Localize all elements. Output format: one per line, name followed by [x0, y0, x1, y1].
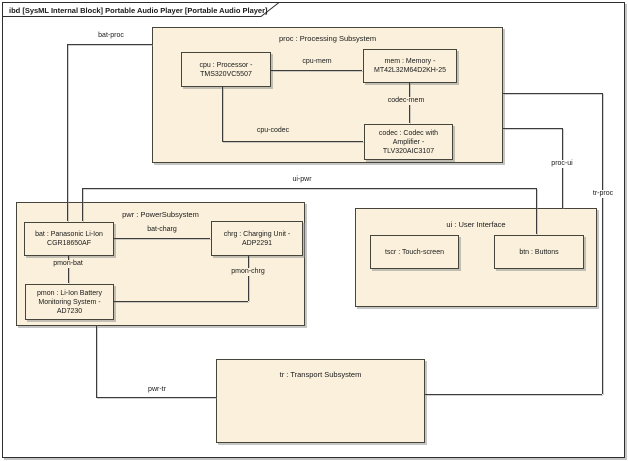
diagram-title-tab	[2, 2, 281, 17]
part-chrg-label: chrg : Charging Unit - ADP2291	[223, 230, 291, 247]
block-user-interface[interactable]: ui : User Interface tscr : Touch-screen …	[355, 208, 597, 307]
part-btn[interactable]: btn : Buttons	[494, 235, 584, 269]
connector-cpu-mem[interactable]	[270, 70, 362, 71]
connector-pmon-chrg-label: pmon-chrg	[229, 268, 267, 276]
connector-tr-proc[interactable]	[503, 93, 602, 94]
part-codec[interactable]: codec : Codec with Amplifier - TLV320AIC…	[364, 124, 453, 160]
connector-proc-ui-label: proc-ui	[549, 160, 575, 168]
connector-pmon-chrg[interactable]	[113, 301, 248, 302]
part-mem-label: mem : Memory - MT42L32M64D2KH-25	[374, 58, 446, 74]
connector-proc-ui[interactable]	[503, 128, 562, 129]
connector-ui-pwr[interactable]	[82, 188, 536, 189]
part-cpu[interactable]: cpu : Processor - TMS320VC5507	[181, 52, 271, 87]
part-pmon[interactable]: pmon : Li-Ion Battery Monitoring System …	[25, 284, 114, 320]
connector-pmon-bat-label: pmon-bat	[51, 260, 85, 268]
connector-cpu-codec[interactable]	[222, 141, 363, 142]
connector-bat-charg-label: bat-charg	[145, 226, 179, 234]
connector-ui-pwr[interactable]	[536, 188, 537, 234]
block-power-subsystem[interactable]: pwr : PowerSubsystem bat : Panasonic Li-…	[16, 202, 305, 326]
connector-cpu-codec[interactable]	[222, 86, 223, 141]
connector-proc-ui[interactable]	[562, 128, 563, 208]
connector-tr-proc[interactable]	[602, 93, 603, 394]
connector-pwr-tr-label: pwr-tr	[146, 386, 168, 394]
part-tscr[interactable]: tscr : Touch-screen	[370, 235, 459, 269]
connector-bat-proc[interactable]	[67, 44, 68, 221]
part-chrg[interactable]: chrg : Charging Unit - ADP2291	[211, 221, 303, 256]
connector-pmon-bat[interactable]	[68, 255, 69, 283]
connector-tr-proc-label: tr-proc	[590, 190, 616, 198]
part-pmon-label: pmon : Li-Ion Battery Monitoring System …	[37, 289, 102, 315]
part-bat-label: bat : Panasonic Li-Ion CGR18650AF	[35, 231, 103, 247]
connector-pwr-tr[interactable]	[96, 326, 97, 397]
connector-pwr-tr[interactable]	[96, 397, 216, 398]
block-transport-subsystem-label: tr : Transport Subsystem	[279, 370, 362, 379]
connector-cpu-mem-label: cpu-mem	[300, 58, 334, 66]
connector-tr-proc[interactable]	[425, 394, 602, 395]
part-mem[interactable]: mem : Memory - MT42L32M64D2KH-25	[363, 49, 457, 83]
part-btn-label: btn : Buttons	[519, 248, 559, 256]
connector-bat-proc[interactable]	[67, 44, 152, 45]
connector-ui-pwr-label: ui-pwr	[292, 176, 312, 183]
block-processing-subsystem-label: proc : Processing Subsystem	[278, 34, 377, 43]
part-codec-label: codec : Codec with Amplifier - TLV320AIC…	[378, 129, 439, 155]
part-tscr-label: tscr : Touch-screen	[384, 248, 444, 256]
connector-codec-mem-label: codec-mem	[385, 97, 427, 105]
block-processing-subsystem[interactable]: proc : Processing Subsystem cpu : Proces…	[152, 27, 503, 163]
block-power-subsystem-label: pwr : PowerSubsystem	[122, 210, 199, 219]
connector-cpu-codec-label: cpu-codec	[254, 127, 292, 135]
part-cpu-label: cpu : Processor - TMS320VC5507	[199, 61, 253, 78]
part-bat[interactable]: bat : Panasonic Li-Ion CGR18650AF	[24, 222, 114, 256]
connector-bat-proc-label: bat-proc	[98, 32, 124, 39]
block-transport-subsystem[interactable]: tr : Transport Subsystem	[216, 359, 425, 443]
block-user-interface-label: ui : User Interface	[446, 220, 506, 229]
diagram-title: ibd [SysML Internal Block] Portable Audi…	[9, 6, 268, 15]
connector-ui-pwr[interactable]	[82, 188, 83, 221]
connector-bat-charg[interactable]	[113, 238, 210, 239]
connector-pmon-chrg[interactable]	[248, 255, 249, 301]
